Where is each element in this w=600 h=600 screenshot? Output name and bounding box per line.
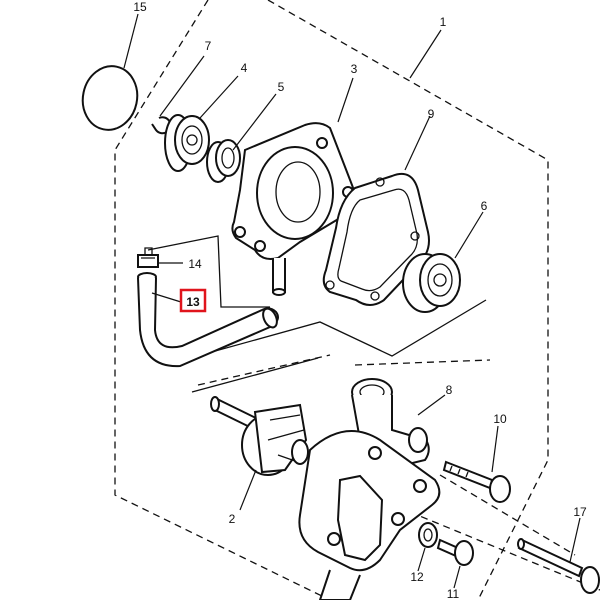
callout-13: 13 bbox=[186, 295, 200, 309]
callout-12: 12 bbox=[410, 570, 424, 584]
callout-10: 10 bbox=[493, 412, 507, 426]
callout-4: 4 bbox=[241, 61, 248, 75]
bearing-part-6 bbox=[402, 253, 461, 313]
hose-clamp-part-14 bbox=[137, 247, 159, 268]
bolt-part-10 bbox=[442, 460, 511, 503]
callout-15: 15 bbox=[133, 0, 147, 14]
callout-2: 2 bbox=[229, 512, 236, 526]
callout-1: 1 bbox=[440, 15, 447, 29]
bolt-part-11 bbox=[436, 538, 474, 566]
pump-body bbox=[298, 430, 441, 600]
alignment-guide bbox=[439, 474, 576, 556]
callout-9: 9 bbox=[428, 107, 435, 121]
alignment-guide bbox=[409, 511, 600, 591]
assembly-boundary bbox=[114, 0, 549, 600]
sub-assembly-frame bbox=[147, 235, 487, 393]
highlight-box bbox=[179, 288, 207, 313]
alignment-guide bbox=[197, 354, 331, 386]
callout-11: 11 bbox=[447, 587, 460, 600]
gasket-part-9 bbox=[322, 172, 430, 306]
callout-5: 5 bbox=[278, 80, 285, 94]
pump-housing-part-3 bbox=[231, 122, 356, 296]
callout-6: 6 bbox=[481, 199, 488, 213]
alignment-guide bbox=[354, 359, 491, 366]
callout-7: 7 bbox=[205, 39, 212, 53]
bolt-part-17 bbox=[517, 538, 600, 594]
leader-lines bbox=[123, 13, 581, 589]
o-ring-part-15 bbox=[81, 65, 139, 131]
hose-part-13 bbox=[137, 272, 279, 368]
callout-17: 17 bbox=[573, 505, 587, 519]
callout-3: 3 bbox=[351, 62, 358, 76]
callout-8: 8 bbox=[446, 383, 453, 397]
bearing-part-4 bbox=[164, 114, 210, 172]
washer-part-12 bbox=[418, 522, 438, 548]
impeller-shaft-part-2 bbox=[210, 396, 309, 476]
oil-seal-part-5 bbox=[206, 139, 241, 183]
callout-14: 14 bbox=[188, 257, 202, 271]
